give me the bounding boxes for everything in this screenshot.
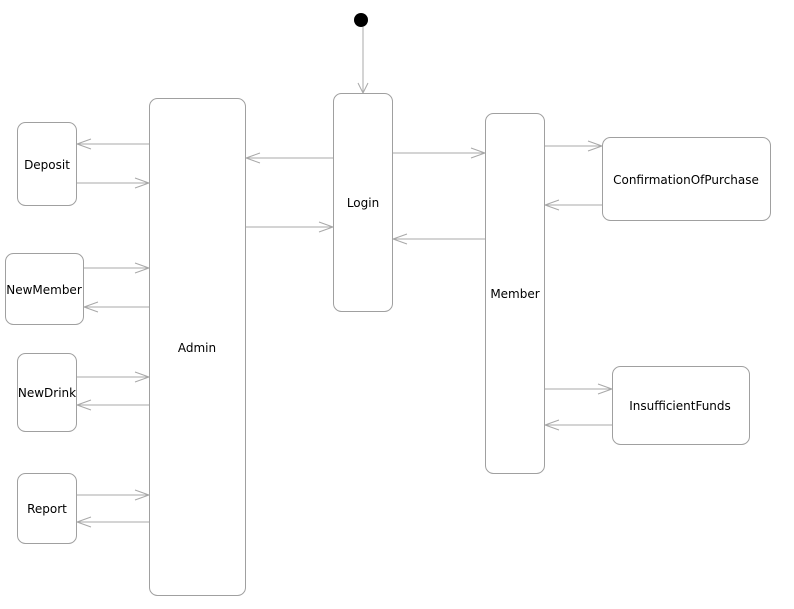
state-new-drink-label: NewDrink [18,386,76,400]
state-confirmation-of-purchase-label: ConfirmationOfPurchase [613,173,759,187]
state-new-member-label: NewMember [6,283,82,297]
state-new-drink[interactable]: NewDrink [17,353,77,432]
state-admin-label: Admin [178,341,216,355]
state-deposit[interactable]: Deposit [17,122,77,206]
state-confirmation-of-purchase[interactable]: ConfirmationOfPurchase [602,137,771,221]
state-insufficient-funds[interactable]: InsufficientFunds [612,366,750,445]
state-report[interactable]: Report [17,473,77,544]
state-login[interactable]: Login [333,93,393,312]
state-insufficient-funds-label: InsufficientFunds [629,399,731,413]
transitions [75,27,614,528]
state-login-label: Login [347,196,379,210]
state-new-member[interactable]: NewMember [5,253,84,325]
state-deposit-label: Deposit [24,158,70,172]
state-admin[interactable]: Admin [149,98,246,596]
state-member-label: Member [490,287,539,301]
initial-state [354,13,368,27]
state-report-label: Report [27,502,67,516]
state-member[interactable]: Member [485,113,545,474]
states: Admin Login Member Deposit NewMember New… [5,93,771,596]
